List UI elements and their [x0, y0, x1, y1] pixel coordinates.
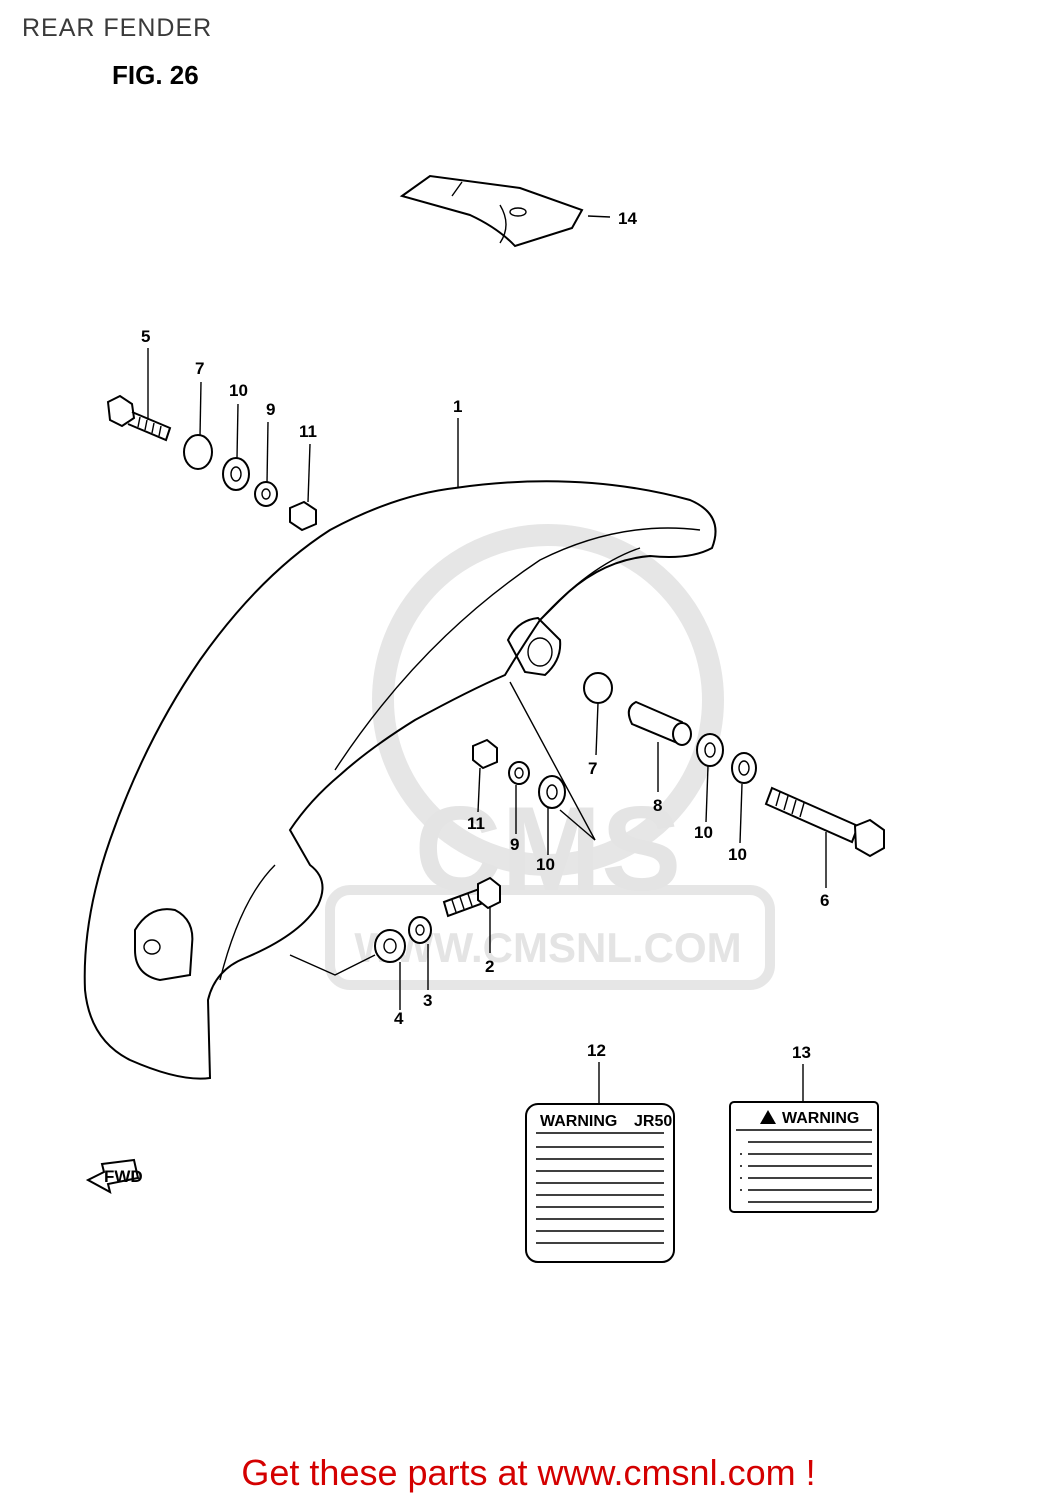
callout-14: 14: [618, 209, 637, 228]
part-6-long-bolt: [764, 786, 885, 858]
callout-7a: 7: [195, 359, 204, 378]
warning-label-13: WARNING: [729, 1101, 879, 1213]
part-10-washer-left: [222, 457, 250, 491]
part-9-lockwasher-mid: [508, 761, 530, 785]
part-10-washer-right-b: [731, 752, 757, 784]
label-12-title: WARNING: [540, 1113, 617, 1130]
callout-6: 6: [820, 891, 829, 910]
part-8-spacer: [627, 700, 692, 746]
fwd-direction-arrow: FWD: [85, 1158, 143, 1194]
callout-12: 12: [587, 1041, 606, 1060]
callout-11b: 11: [467, 814, 485, 833]
part-11-nut-left: [289, 500, 317, 532]
callout-9a: 9: [266, 400, 275, 419]
figure-label: FIG. 26: [112, 60, 199, 90]
part-14-pad: [399, 174, 611, 248]
part-10-washer-mid: [538, 775, 566, 809]
page-title: REAR FENDER: [22, 14, 213, 42]
part-4-grommet: [374, 929, 406, 963]
callouts: 1 2 3 4 5 6 7 7 8 9 9 10 10 10 10 11 11 …: [141, 209, 829, 1062]
callout-2: 2: [485, 957, 494, 976]
part-10-washer-right-a: [696, 733, 724, 767]
callout-10d: 10: [728, 845, 747, 864]
leader-lines: [147, 348, 827, 1104]
part-2-bolt: [442, 876, 501, 918]
part-1-rear-fender: [83, 480, 717, 1080]
get-parts-link[interactable]: Get these parts at www.cmsnl.com !: [241, 1452, 816, 1493]
part-7-collar-left: [183, 434, 213, 470]
callout-11a: 11: [299, 422, 317, 441]
label-13-title: WARNING: [782, 1110, 859, 1127]
parts-diagram: CMS WWW.CMSNL.COM: [83, 174, 885, 1263]
callout-13: 13: [792, 1043, 811, 1062]
part-5-bolt: [106, 394, 172, 442]
callout-10c: 10: [694, 823, 713, 842]
warning-label-12: WARNING JR50: [525, 1103, 675, 1263]
callout-3: 3: [423, 991, 432, 1010]
callout-4: 4: [394, 1009, 404, 1028]
part-7-collar-right: [583, 672, 613, 704]
callout-8: 8: [653, 796, 662, 815]
part-11-nut-mid: [472, 738, 498, 770]
callout-5: 5: [141, 327, 150, 346]
callout-1: 1: [453, 397, 462, 416]
callout-9b: 9: [510, 835, 519, 854]
callout-10b: 10: [536, 855, 555, 874]
part-3-washer: [408, 916, 432, 944]
part-9-lockwasher-left: [254, 481, 278, 507]
fwd-label: FWD: [104, 1167, 143, 1186]
label-12-code: JR50: [634, 1113, 672, 1130]
callout-7b: 7: [588, 759, 597, 778]
callout-10a: 10: [229, 381, 248, 400]
